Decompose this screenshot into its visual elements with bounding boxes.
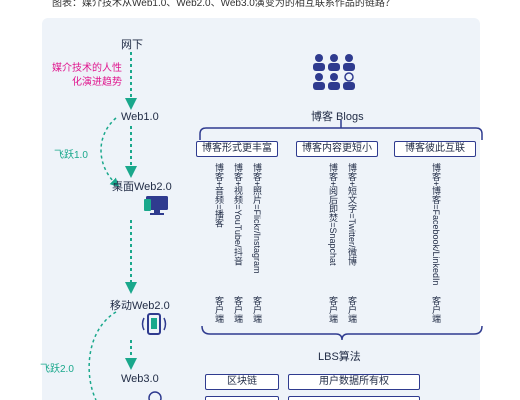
desktop-monitor-icon bbox=[144, 196, 168, 215]
mobile-phone-icon bbox=[141, 313, 167, 335]
stage-desktop-web2: 桌面Web2.0 bbox=[112, 181, 172, 193]
users-icon bbox=[313, 54, 355, 90]
data-ownership-box: 用户数据所有权 bbox=[288, 374, 420, 390]
leap1-label: 飞跃1.0 bbox=[54, 150, 88, 161]
client-label: 客户端 bbox=[328, 296, 338, 323]
bottom-box-partial bbox=[288, 396, 420, 400]
blog-type-video: 博客+视频=YouTube/抖音 bbox=[233, 163, 243, 266]
client-label: 客户端 bbox=[214, 296, 224, 323]
category-richer-forms: 博客形式更丰富 bbox=[196, 141, 278, 157]
stage-offline: 网下 bbox=[121, 39, 143, 51]
stage-web1: Web1.0 bbox=[121, 111, 159, 123]
leap2-label: 飞跃2.0 bbox=[40, 364, 74, 375]
blog-type-snapchat: 博客+阅后即焚=Snapchat bbox=[328, 163, 338, 266]
stage-web3: Web3.0 bbox=[121, 373, 159, 385]
blog-type-podcast: 博客+音频=播客 bbox=[214, 163, 224, 228]
top-bracket bbox=[199, 127, 483, 140]
trend-label: 媒介技术的人性 化演进趋势 bbox=[52, 63, 122, 88]
leap1-curve bbox=[100, 117, 120, 188]
blockchain-token-icon bbox=[148, 391, 162, 400]
client-label: 客户端 bbox=[233, 296, 243, 323]
blogs-title: 博客 Blogs bbox=[311, 111, 364, 123]
bottom-box-partial bbox=[205, 396, 279, 400]
blockchain-box: 区块链 bbox=[205, 374, 279, 390]
client-label: 客户端 bbox=[252, 296, 262, 323]
client-label: 客户端 bbox=[347, 296, 357, 323]
client-label: 客户端 bbox=[431, 296, 441, 323]
lbs-label: LBS算法 bbox=[318, 351, 361, 363]
blog-type-twitter: 博客+短文字=Twitter/微博 bbox=[347, 163, 357, 266]
stage-mobile-web2: 移动Web2.0 bbox=[110, 300, 170, 312]
category-interconnected: 博客彼此互联 bbox=[394, 141, 476, 157]
blog-type-facebook: 博客+博客=Facebook/LinkedIn bbox=[431, 163, 441, 286]
figure-caption: 图表：媒介技术从Web1.0、Web2.0、Web3.0演变为的相互联系作品的链… bbox=[52, 0, 395, 9]
bottom-brace bbox=[201, 325, 483, 341]
category-shorter-content: 博客内容更短小 bbox=[296, 141, 378, 157]
blog-type-photo: 博客+照片=Flickr/Instagram bbox=[252, 163, 262, 274]
leap2-curve bbox=[88, 311, 117, 400]
diagram-panel bbox=[42, 18, 480, 400]
